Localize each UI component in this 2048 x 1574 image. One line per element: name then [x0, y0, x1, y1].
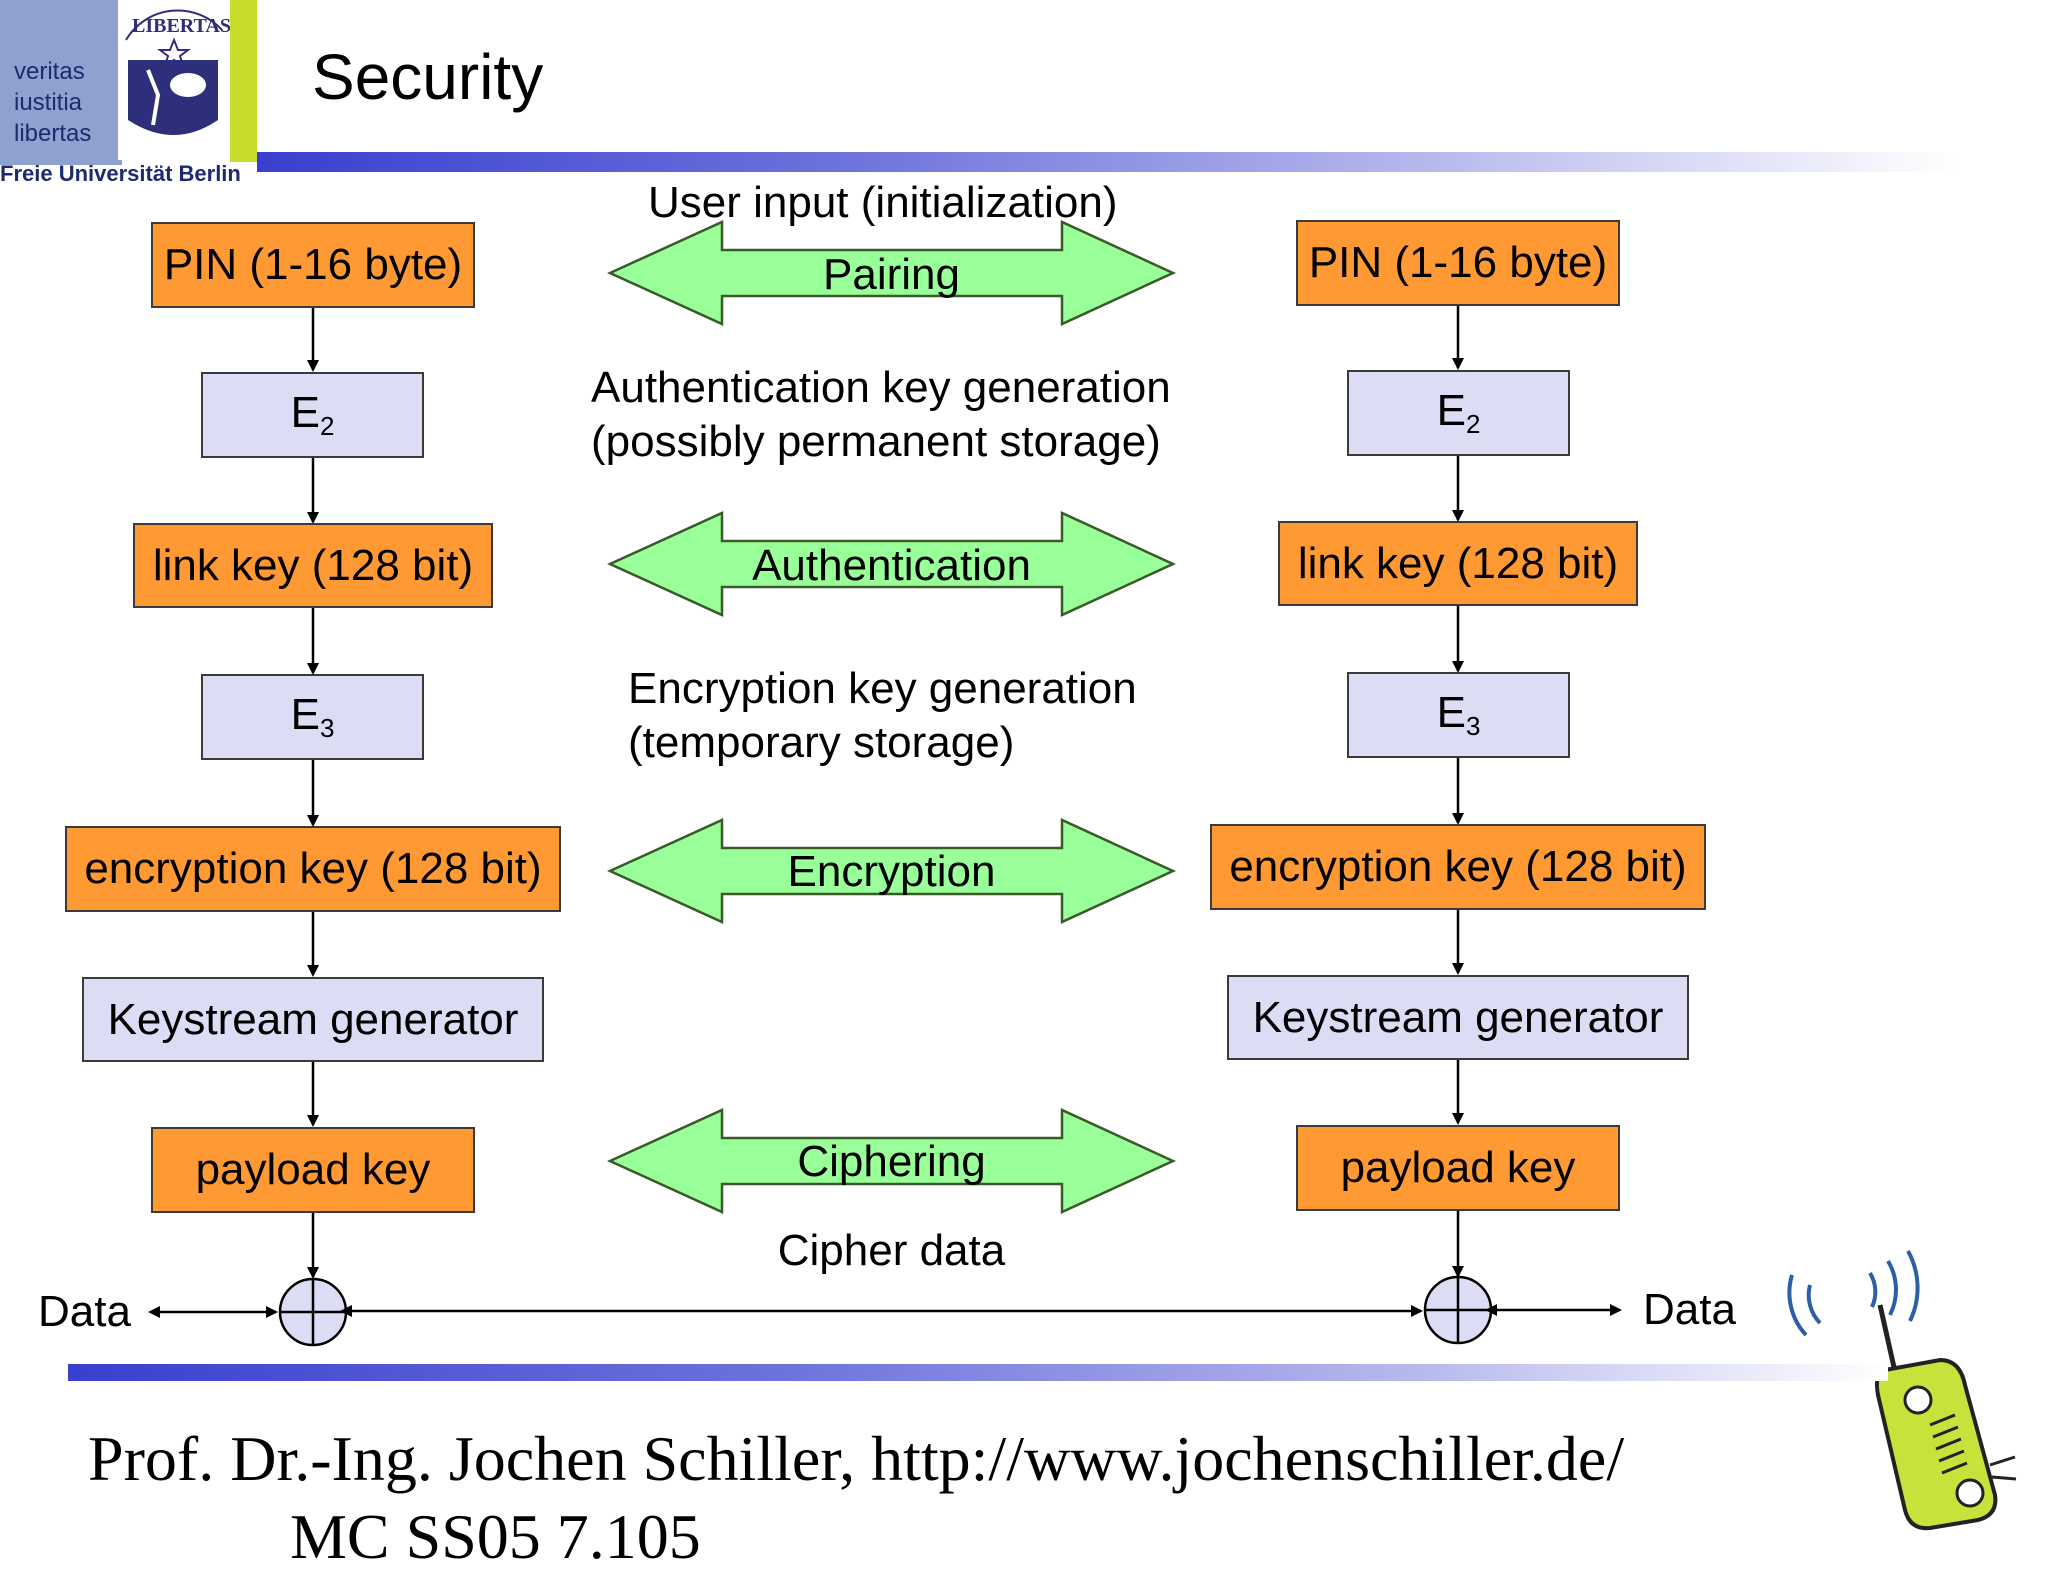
left-encryption-key-box: encryption key (128 bit)	[65, 826, 561, 912]
footer-course: MC SS05 7.105	[290, 1501, 701, 1572]
right-pin-label: PIN (1-16 byte)	[1308, 238, 1608, 287]
authentication-label: Authentication	[752, 541, 1031, 590]
logo-panel	[0, 0, 122, 165]
left-keystream-label: Keystream generator	[107, 994, 519, 1044]
xor-right-icon	[1423, 1275, 1493, 1345]
authentication-arrow-icon	[606, 511, 1176, 617]
mobile-phone-icon	[1787, 1250, 2017, 1531]
auth-key-gen-line1: Authentication key generation	[591, 363, 1171, 412]
left-data-label: Data	[38, 1287, 131, 1336]
left-e2-label: E2	[290, 388, 335, 441]
ciphering-arrow-icon	[606, 1108, 1176, 1214]
motto-line: libertas	[14, 120, 92, 147]
left-e3-label: E3	[290, 690, 335, 743]
connector-layer	[148, 220, 2017, 1531]
footer-author: Prof. Dr.-Ing. Jochen Schiller, http://w…	[88, 1423, 1625, 1494]
right-data-label: Data	[1643, 1285, 1736, 1334]
right-payload-key-label: payload key	[1340, 1143, 1576, 1192]
left-e2-box: E2	[201, 372, 424, 458]
right-keystream-label: Keystream generator	[1252, 992, 1664, 1042]
user-input-label: User input (initialization)	[648, 178, 1118, 227]
pairing-label: Pairing	[823, 250, 960, 299]
left-pin-box: PIN (1-16 byte)	[151, 222, 475, 308]
enc-key-gen-line2: (temporary storage)	[628, 718, 1015, 767]
enc-key-gen-line1: Encryption key generation	[628, 664, 1137, 713]
right-keystream-box: Keystream generator	[1227, 975, 1689, 1060]
right-e3-box: E3	[1347, 672, 1570, 758]
university-motto: veritas iustitia libertas	[14, 56, 91, 149]
left-e3-box: E3	[201, 674, 424, 760]
ciphering-label: Ciphering	[797, 1137, 986, 1186]
right-e2-box: E2	[1347, 370, 1570, 456]
right-encryption-key-label: encryption key (128 bit)	[1229, 842, 1687, 891]
motto-line: iustitia	[14, 89, 83, 116]
header-gradient-bar	[257, 152, 1957, 172]
encryption-arrow-icon	[606, 818, 1176, 924]
seal-text: LIBERTAS	[132, 15, 230, 37]
footer-gradient-bar	[68, 1364, 1888, 1381]
xor-left-icon	[278, 1277, 348, 1347]
left-payload-key-box: payload key	[151, 1127, 475, 1213]
right-encryption-key-box: encryption key (128 bit)	[1210, 824, 1706, 910]
page-title: Security	[312, 41, 544, 113]
left-link-key-box: link key (128 bit)	[133, 523, 493, 608]
left-payload-key-label: payload key	[195, 1145, 431, 1194]
left-link-key-label: link key (128 bit)	[152, 540, 474, 590]
cipher-data-label: Cipher data	[777, 1226, 1006, 1275]
right-payload-key-box: payload key	[1296, 1125, 1620, 1211]
right-link-key-label: link key (128 bit)	[1297, 538, 1619, 588]
left-pin-label: PIN (1-16 byte)	[163, 240, 463, 289]
right-e3-label: E3	[1436, 688, 1481, 741]
left-encryption-key-label: encryption key (128 bit)	[84, 844, 542, 893]
auth-key-gen-line2: (possibly permanent storage)	[591, 417, 1161, 466]
pairing-arrow-icon	[606, 220, 1176, 326]
accent-bar	[230, 0, 257, 162]
left-keystream-box: Keystream generator	[82, 977, 544, 1062]
university-name: Freie Universität Berlin	[0, 161, 241, 186]
encryption-label: Encryption	[787, 847, 996, 896]
right-link-key-box: link key (128 bit)	[1278, 521, 1638, 606]
motto-line: veritas	[14, 58, 85, 85]
right-e2-label: E2	[1436, 386, 1481, 439]
university-seal-icon: LIBERTAS	[118, 0, 230, 160]
right-pin-box: PIN (1-16 byte)	[1296, 220, 1620, 306]
